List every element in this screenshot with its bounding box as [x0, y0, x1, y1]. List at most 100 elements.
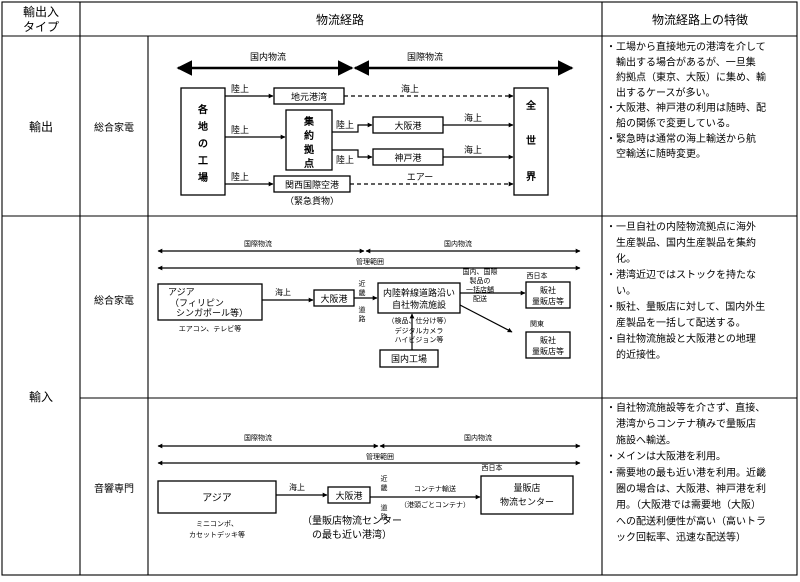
urgent-cargo-label: （緊急貨物）	[285, 195, 339, 207]
svg-text:畿: 畿	[381, 483, 388, 492]
kobe-port-label: 神戸港	[394, 152, 421, 164]
imp1-goods1: デジタルカメラ	[395, 326, 444, 335]
feature-line: ・自社物流施設と大阪港との地理	[606, 332, 756, 345]
svg-text:路: 路	[359, 314, 366, 323]
feature-line: 空輸送に随時変更。	[606, 147, 706, 160]
imp1-asia-box	[157, 283, 263, 321]
import-audio-diagram: 国際物流 国内物流 管理範囲 アジア ミニコンポ、 カセットデッキ等 海上 大阪…	[157, 433, 581, 541]
imp2-note-line1: （量販店物流センター	[302, 514, 402, 527]
imp1-domestic-factory-label: 国内工場	[391, 353, 427, 365]
imp1-store-east-line1: 販社	[540, 335, 556, 345]
imp2-goods1: ミニコンポ、	[196, 520, 238, 528]
imp1-to-east	[459, 304, 513, 333]
feature-line: ・需要地の最も近い港を利用。近畿	[606, 466, 766, 479]
feature-line: 的近接性。	[606, 348, 666, 361]
imp1-asia-label: アジア	[168, 288, 195, 298]
imp2-management-label: 管理範囲	[366, 452, 394, 461]
imp2-west-japan: 西日本	[482, 463, 503, 472]
imp1-mixed1: 国内、国際	[463, 267, 498, 276]
imp2-container-sub: （港頭ごとコンテナ）	[400, 500, 470, 509]
feature-line: ・メインは大阪港を利用。	[606, 450, 726, 463]
svg-text:界: 界	[526, 171, 536, 183]
features-export: ・工場から直接地元の港湾を介して 輸出する場合があるが、一旦集 約拠点（東京、大…	[606, 40, 766, 160]
imp1-facility-line2: 自社物流施設	[392, 299, 446, 311]
factories-label: 各 地 の 工 場	[197, 103, 209, 184]
svg-text:道: 道	[381, 503, 388, 512]
imp1-mixed2: 製品の	[470, 276, 491, 285]
feature-line: への配送利便性が高い（高いトラ	[606, 514, 766, 527]
imp1-facility-box	[377, 282, 461, 314]
svg-text:道: 道	[359, 305, 366, 314]
svg-text:各: 各	[197, 103, 209, 116]
export-land4: 陸上	[336, 154, 354, 166]
export-international-label: 国際物流	[407, 51, 443, 63]
feature-line: ・販社、量販店に対して、国内外生	[606, 300, 765, 313]
feature-line: 圏の場合は、大阪港、神戸港を利	[606, 482, 766, 495]
feature-line: い。	[606, 286, 636, 297]
imp2-container-label: コンテナ輸送	[414, 484, 456, 493]
export-land2: 陸上	[231, 124, 249, 136]
features-import-appliances: ・一旦自社の内陸物流拠点に海外 生産製品、国内生産製品を集約 化。・港湾近辺では…	[606, 220, 765, 361]
imp1-facility-line1: 内陸幹線道路沿い	[383, 287, 455, 299]
type-import: 輸入	[29, 389, 53, 404]
imp1-management-label: 管理範囲	[356, 257, 384, 266]
osaka-port-label: 大阪港	[394, 120, 421, 132]
feature-line: ・工場から直接地元の港湾を介して	[606, 40, 766, 53]
features-import-audio: ・自社物流施設等を介さず、直接、 港湾からコンテナ積みで量販店 施設へ輸送。・メ…	[606, 401, 766, 544]
header-type-line1: 輸出入	[23, 4, 59, 19]
svg-text:場: 場	[198, 171, 208, 184]
imp1-west-japan: 西日本	[527, 271, 548, 280]
local-port-label: 地元港湾	[291, 91, 327, 103]
imp1-store-east-line2: 量販店等	[532, 346, 564, 356]
header-type-line2: タイプ	[23, 20, 59, 34]
svg-text:世: 世	[526, 134, 536, 147]
feature-line: 化。	[606, 252, 636, 265]
header-features: 物流経路上の特徴	[652, 12, 748, 27]
feature-line: 港湾からコンテナ積みで量販店	[606, 417, 756, 430]
svg-text:地: 地	[198, 120, 208, 133]
imp1-asia-goods: エアコン、テレビ等	[179, 324, 242, 333]
type-export: 輸出	[29, 119, 53, 134]
feature-line: 約拠点（東京、大阪）に集め、輸	[606, 71, 766, 84]
imp2-center-line1: 量販店	[513, 482, 540, 494]
imp1-osaka-label: 大阪港	[320, 293, 347, 305]
consolidation-box	[285, 109, 333, 171]
imp2-osaka-box	[327, 486, 371, 504]
feature-line: 輸出する場合があるが、一旦集	[606, 55, 756, 68]
feature-line: ック回転率、迅速な配送等）	[606, 531, 746, 544]
imp1-domestic-factory-box	[379, 349, 439, 368]
feature-line: ・一旦自社の内陸物流拠点に海外	[606, 220, 756, 233]
svg-text:近: 近	[359, 279, 366, 288]
imp2-asia-box	[157, 480, 277, 514]
export-sea-mid1: 海上	[464, 112, 482, 124]
imp2-note-line2: の最も近い港湾）	[312, 528, 392, 541]
imp2-domestic-label: 国内物流	[464, 433, 492, 442]
imp1-store-east-box	[525, 331, 571, 359]
imp2-international-label: 国際物流	[244, 433, 272, 442]
imp1-store-west-line2: 量販店等	[532, 296, 564, 306]
world-label: 全 世 界	[525, 99, 537, 183]
category-import-audio: 音響専門	[94, 482, 134, 495]
feature-line: ・大阪港、神戸港の利用は随時、配	[606, 101, 766, 114]
export-sea-mid2: 海上	[464, 144, 482, 156]
feature-line: 産製品を一括して配送する。	[606, 316, 746, 329]
factories-box	[180, 87, 226, 196]
feature-line: ・自社物流施設等を介さず、直接、	[606, 401, 765, 414]
imp2-osaka-label: 大阪港	[335, 490, 362, 502]
imp1-sea-label: 海上	[275, 287, 291, 297]
imp1-mixed3: 一括店舗	[466, 285, 494, 294]
imp2-sea-label: 海上	[289, 482, 305, 492]
imp1-east-japan: 関東	[530, 319, 544, 328]
imp1-goods2: ハイビジョン等	[395, 335, 444, 344]
svg-text:約: 約	[304, 129, 314, 142]
imp1-inspection: （検品、仕分け等）	[388, 316, 451, 325]
imp1-via-label: 近 畿 道 路	[359, 279, 366, 323]
feature-line: ・緊急時は通常の海上輸送から航	[606, 132, 756, 145]
feature-line: 出するケースが多い。	[606, 86, 716, 99]
imp1-mixed4: 配送	[473, 294, 487, 303]
svg-text:点: 点	[304, 157, 314, 170]
